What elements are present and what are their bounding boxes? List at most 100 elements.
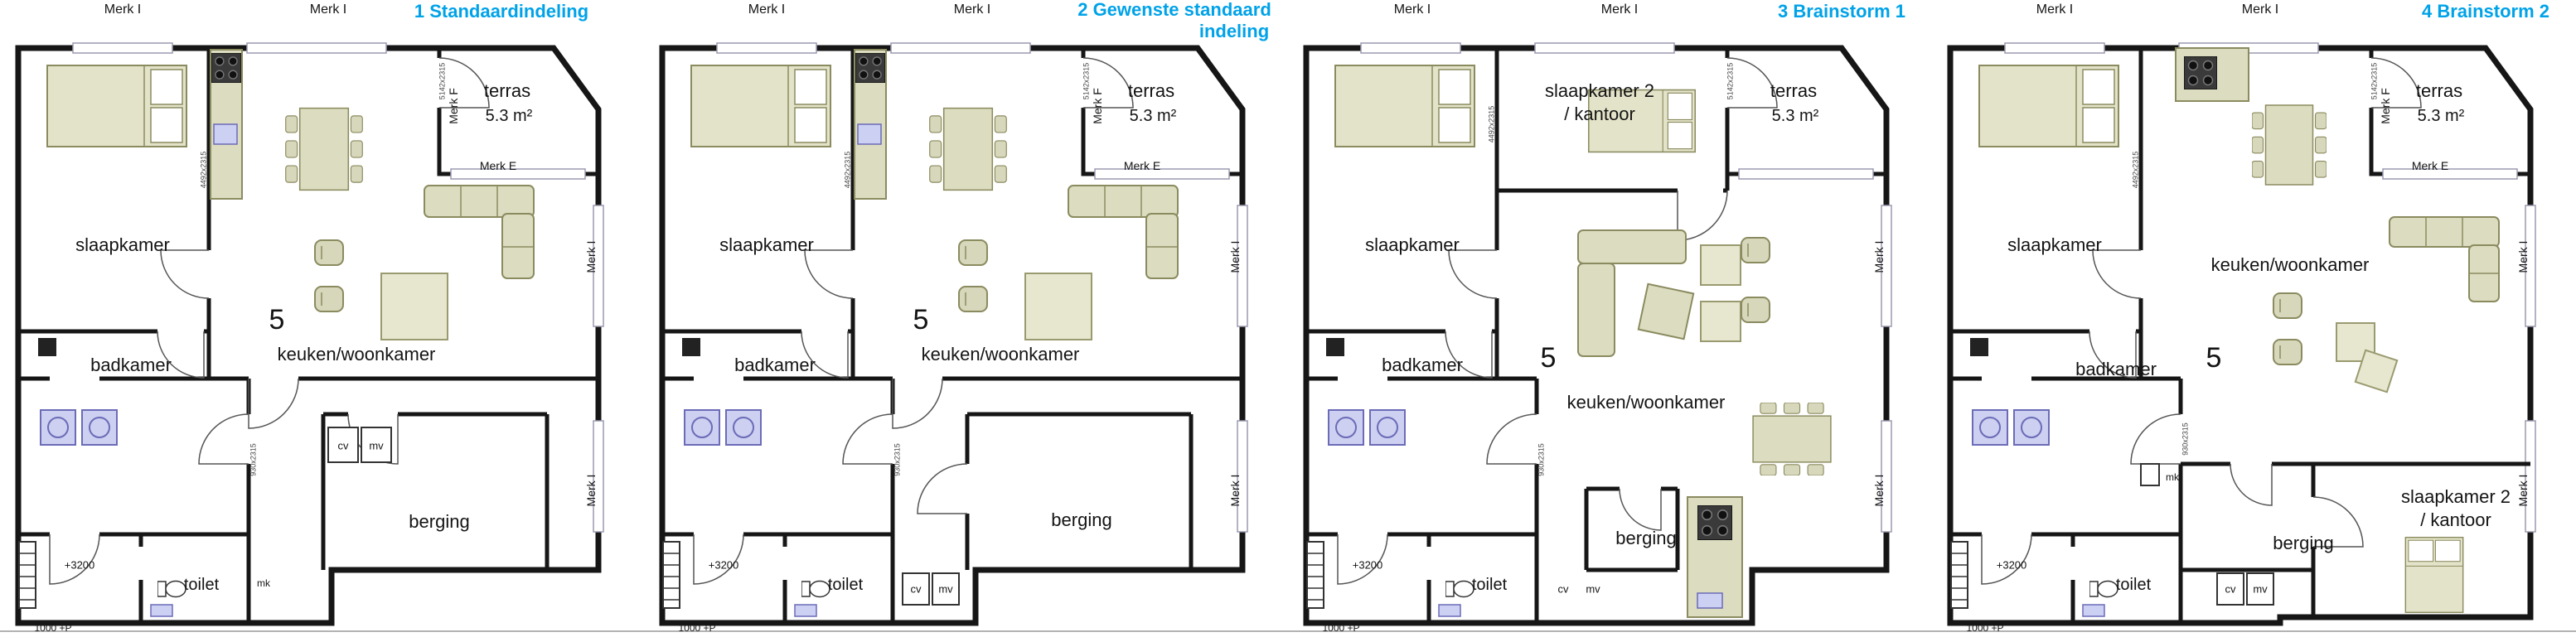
level-label: +3200 <box>708 558 739 572</box>
sink-symbol <box>794 604 817 617</box>
plan-title: 2 Gewenste standaard <box>1077 0 1271 20</box>
mv-label: mv <box>938 582 953 596</box>
window-mark-label: Merk I <box>104 2 142 17</box>
dim-label: 930x2315 <box>1537 443 1546 476</box>
window-mark-label: Merk E <box>1123 159 1161 172</box>
room-label-keuken-woonkamer: keuken/woonkamer <box>277 344 436 364</box>
room-label-keuken-woonkamer: keuken/woonkamer <box>921 344 1080 364</box>
terras-area-label: 5.3 m² <box>1771 107 1819 125</box>
dim-label: 4492x2315 <box>199 151 208 189</box>
window-mark-label: Merk I <box>2516 240 2530 273</box>
cv-label: cv <box>2225 582 2236 596</box>
kitchen-counter-symbol <box>2175 47 2249 102</box>
cv-label: cv <box>337 439 349 452</box>
mv-label: mv <box>2253 582 2268 596</box>
room-label-slaapkamer2: / kantoor <box>2420 509 2491 530</box>
shower-symbol <box>1970 338 1988 356</box>
mv-label: mv <box>369 439 384 452</box>
dim-label: 5142x2315 <box>1082 62 1091 100</box>
window-mark-label: Merk I <box>1393 2 1431 17</box>
cv-mv-cabinets <box>327 427 392 463</box>
window-mark-label: Merk I <box>2036 2 2074 17</box>
room-label-slaapkamer: slaapkamer <box>75 234 170 255</box>
room-label-slaapkamer2: slaapkamer 2 <box>2400 486 2511 507</box>
room-label-keuken-woonkamer: keuken/woonkamer <box>1566 392 1726 413</box>
room-label-toilet: toilet <box>183 576 220 594</box>
window-mark-label: Merk I <box>584 240 598 273</box>
room-label-slaapkamer2: slaapkamer 2 <box>1544 80 1655 101</box>
side-table-symbol <box>1700 244 1741 342</box>
room-label-berging: berging <box>409 511 470 532</box>
dim-label: 930x2315 <box>249 443 258 476</box>
room-label-berging: berging <box>2273 533 2334 553</box>
window-mark-label: Merk I <box>748 2 786 17</box>
room-label-slaapkamer: slaapkamer <box>719 234 814 255</box>
floorplan-3-drawing <box>1288 42 1932 632</box>
sink-symbol <box>150 604 173 617</box>
terras-area-label: 5.3 m² <box>485 107 533 125</box>
window-mark-label: Merk F <box>447 88 460 124</box>
plan-title: indeling <box>1198 21 1270 41</box>
room-label-badkamer: badkamer <box>90 355 172 375</box>
kitchen-counter-symbol <box>210 49 243 200</box>
room-label-slaapkamer: slaapkamer <box>1365 234 1460 255</box>
level-label: +3200 <box>1352 558 1383 572</box>
sofa-symbol <box>2389 216 2500 302</box>
window-mark-label: Merk I <box>953 2 991 17</box>
room-label-terras: terras <box>2415 80 2463 101</box>
unit-number: 5 <box>2206 342 2222 374</box>
sofa-symbol <box>424 185 535 279</box>
room-label-toilet: toilet <box>2115 576 2152 594</box>
plan-title: 1 Standaardindeling <box>414 1 589 22</box>
room-label-slaapkamer2: / kantoor <box>1564 104 1635 124</box>
ground-label: 1000 +P <box>1322 622 1360 634</box>
room-label-berging: berging <box>1051 509 1112 530</box>
dim-label: 930x2315 <box>2181 422 2190 456</box>
window-mark-label: Merk I <box>1872 474 1886 507</box>
kitchen-counter-symbol <box>1687 496 1743 618</box>
ground-label: 1000 +P <box>678 622 716 634</box>
room-label-toilet: toilet <box>827 576 864 594</box>
unit-number: 5 <box>269 304 285 335</box>
cv-mv-cabinets <box>2216 572 2274 606</box>
window-mark-label: Merk I <box>2241 2 2279 17</box>
level-label: +3200 <box>1996 558 2027 572</box>
dim-label: 930x2315 <box>893 443 902 476</box>
sofa-symbol <box>1577 229 1695 357</box>
dim-label: 4492x2315 <box>843 151 852 189</box>
sofa-symbol <box>1068 185 1179 279</box>
dim-label: 4492x2315 <box>1487 105 1496 143</box>
room-label-toilet: toilet <box>1471 576 1508 594</box>
shower-symbol <box>38 338 56 356</box>
rug-symbol <box>2336 322 2399 393</box>
sink-symbol <box>1438 604 1461 617</box>
window-mark-label: Merk I <box>1600 2 1639 17</box>
floorplan-1-drawing <box>0 42 644 632</box>
shower-symbol <box>1326 338 1344 356</box>
plan-title: 3 Brainstorm 1 <box>1777 1 1906 22</box>
mk-label: mk <box>2166 471 2179 483</box>
terras-area-label: 5.3 m² <box>1129 107 1177 125</box>
window-mark-label: Merk I <box>2516 474 2530 507</box>
window-mark-label: Merk E <box>479 159 517 172</box>
level-label: +3200 <box>64 558 95 572</box>
terras-area-label: 5.3 m² <box>2417 107 2465 125</box>
room-label-terras: terras <box>1127 80 1175 101</box>
window-mark-label: Merk E <box>2411 159 2449 172</box>
window-mark-label: Merk I <box>584 474 598 507</box>
window-mark-label: Merk I <box>1228 240 1242 273</box>
window-mark-label: Merk I <box>1872 240 1886 273</box>
window-mark-label: Merk F <box>2379 88 2392 124</box>
ground-label: 1000 +P <box>34 622 72 634</box>
dim-label: 5142x2315 <box>438 62 447 100</box>
room-label-badkamer: badkamer <box>1382 355 1463 375</box>
dim-label: 5142x2315 <box>2370 62 2379 100</box>
sink-symbol <box>2082 604 2105 617</box>
window-mark-label: Merk I <box>309 2 347 17</box>
floorplan-2-drawing <box>644 42 1288 632</box>
mv-label: mv <box>1586 582 1600 596</box>
floorplan-3-labels: Merk I Merk I 3 Brainstorm 1 slaapkamer 2 / … <box>1288 0 1932 642</box>
